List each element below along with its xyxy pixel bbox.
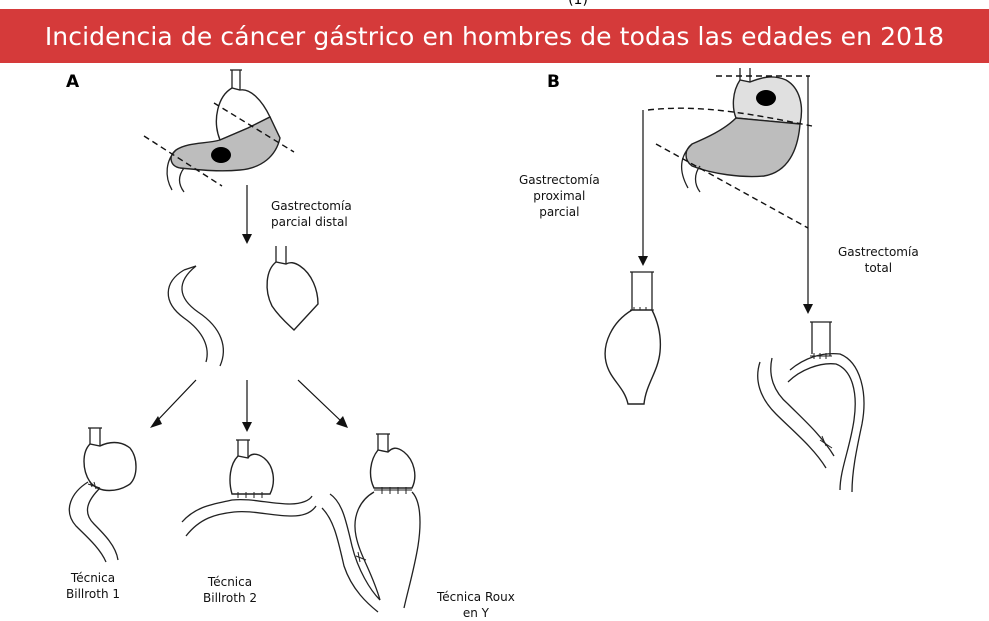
label-line: Gastrectomía <box>838 245 919 259</box>
top-mark: (1) <box>568 0 588 8</box>
label-billroth-2: Técnica Billroth 2 <box>203 574 257 606</box>
page-title: Incidencia de cáncer gástrico en hombres… <box>44 21 945 51</box>
tumor <box>756 90 776 106</box>
label-line: Billroth 1 <box>66 587 121 601</box>
label-line: Gastrectomía <box>519 173 600 187</box>
label-total: Gastrectomía total <box>838 244 919 276</box>
panel-a-remnant <box>266 246 319 332</box>
label-line: proximal <box>533 189 586 203</box>
label-line: Billroth 2 <box>203 591 258 605</box>
label-line: Técnica <box>207 575 253 589</box>
panel-b-stomach <box>647 68 813 229</box>
title-banner: Incidencia de cáncer gástrico en hombres… <box>0 9 989 63</box>
total-result-figure <box>757 321 865 493</box>
label-roux-en-y: Técnica Roux en Y <box>437 589 515 621</box>
panel-b-letter: B <box>547 72 560 92</box>
billroth-1-figure <box>68 427 137 563</box>
label-proximal-partial: Gastrectomía proximal parcial <box>519 172 600 220</box>
label-billroth-1: Técnica Billroth 1 <box>66 570 120 602</box>
panel-a-letter: A <box>66 72 80 92</box>
label-line: en Y <box>462 606 489 620</box>
label-line: total <box>864 261 893 275</box>
billroth-2-figure <box>181 439 317 537</box>
tumor <box>211 147 231 163</box>
proximal-result-figure <box>604 271 662 405</box>
label-line: Técnica Roux <box>437 590 515 604</box>
panel-a-stomach <box>143 69 295 193</box>
label-line: Técnica <box>70 571 116 585</box>
label-line: parcial distal <box>271 215 348 229</box>
panel-a-duodenum <box>167 265 224 367</box>
label-partial-distal: Gastrectomía parcial distal <box>271 198 352 230</box>
roux-en-y-figure <box>321 433 421 613</box>
distal-region <box>685 117 801 178</box>
label-line: parcial <box>539 205 580 219</box>
label-line: Gastrectomía <box>271 199 352 213</box>
